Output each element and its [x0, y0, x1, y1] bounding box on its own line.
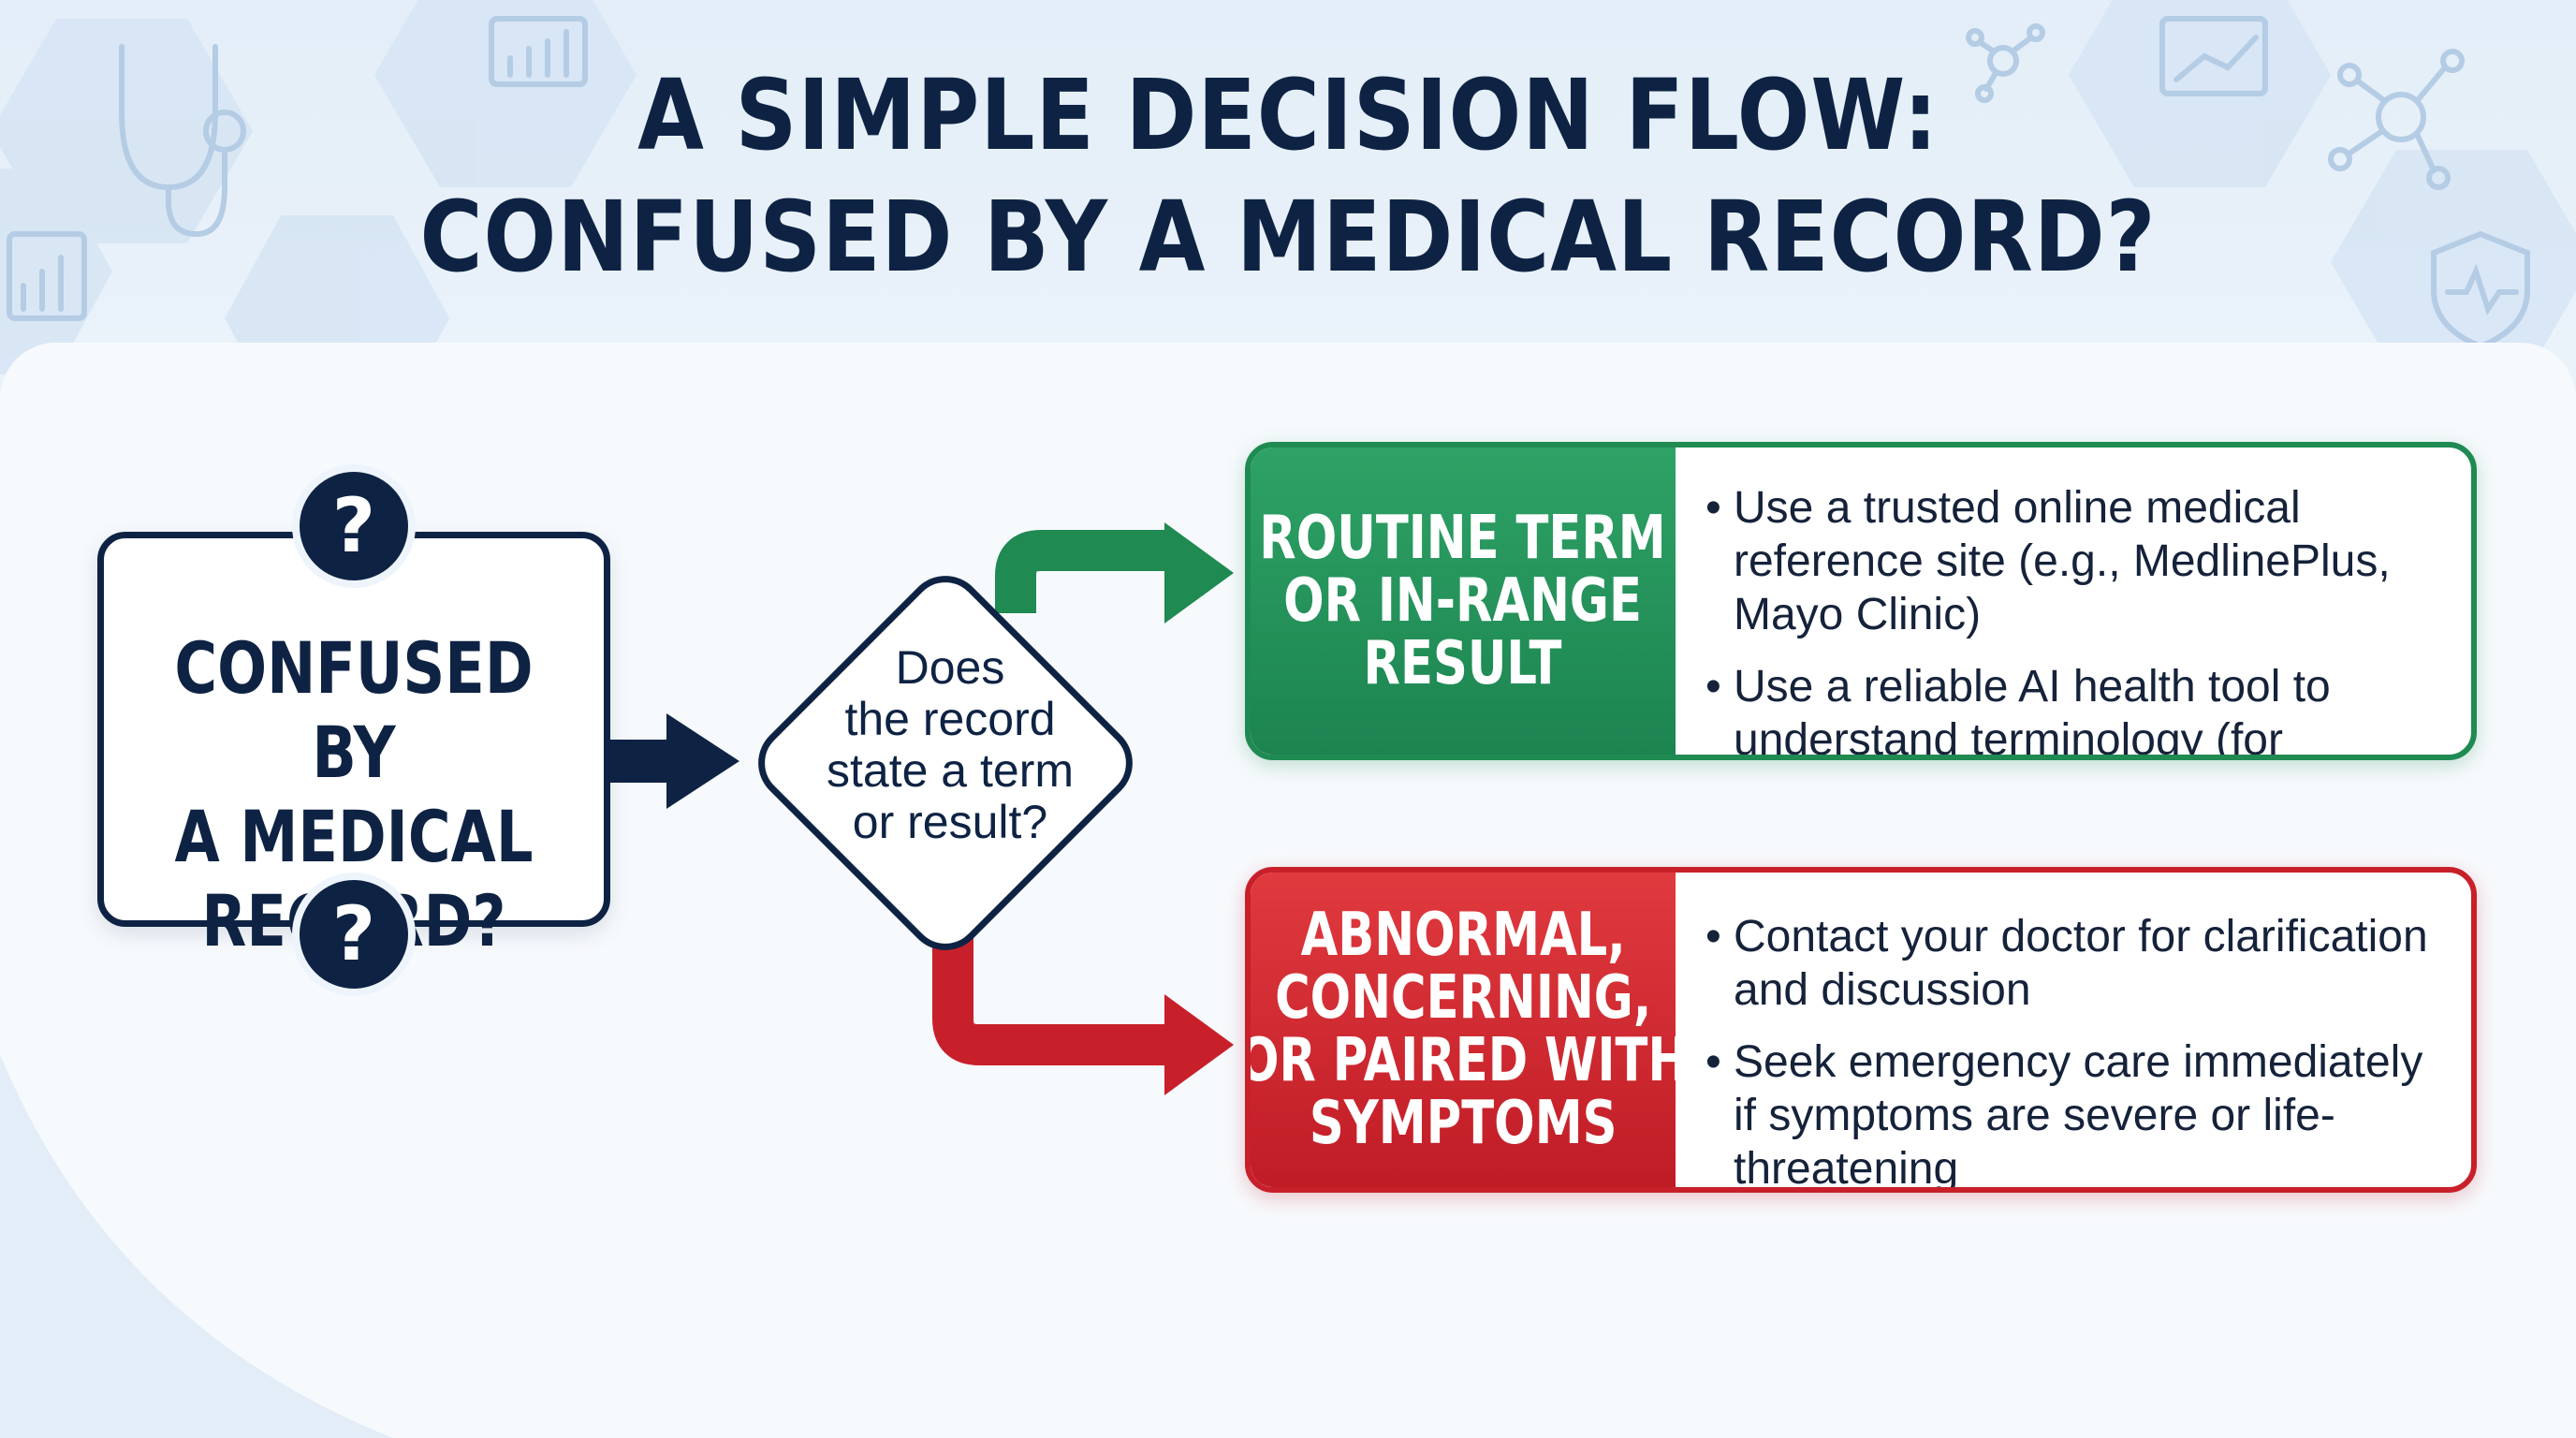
- bar-chart-icon: [7, 231, 87, 321]
- abnormal-outcome-label: ABNORMAL, CONCERNING, OR PAIRED WITH SYM…: [1251, 873, 1688, 1187]
- arrow-right-icon: [932, 936, 1234, 1095]
- title-line-1: A SIMPLE DECISION FLOW:: [637, 58, 1939, 172]
- question-icon: ?: [292, 464, 416, 588]
- start-box: CONFUSED BY A MEDICAL RECORD?: [97, 532, 610, 962]
- abnormal-bullet-list: • Contact your doctor for clarification …: [1705, 910, 2454, 1193]
- abnormal-outcome-card: ABNORMAL, CONCERNING, OR PAIRED WITH SYM…: [1245, 867, 2477, 1193]
- title-line-2: CONFUSED BY A MEDICAL RECORD?: [419, 180, 2157, 294]
- routine-label-line: ROUTINE TERM: [1259, 503, 1667, 573]
- routine-outcome-card: ROUTINE TERM OR IN-RANGE RESULT • Use a …: [1245, 442, 2477, 760]
- list-item: • Contact your doctor for clarification …: [1705, 910, 2454, 1017]
- decision-label-line: Does: [895, 641, 1005, 694]
- abnormal-label-line: CONCERNING,: [1274, 963, 1652, 1033]
- decision-label: Does the record state a term or result?: [796, 642, 1105, 848]
- molecule-icon: [1966, 23, 2045, 103]
- list-item-text: Seek emergency care immediately if sympt…: [1734, 1037, 2423, 1193]
- panel-decoration: [0, 1054, 393, 1438]
- decision-label-line: state a term: [827, 744, 1074, 797]
- list-item: • Use a trusted online medical reference…: [1705, 481, 2454, 641]
- arrow-right-icon: [995, 522, 1234, 624]
- abnormal-label-line: ABNORMAL,: [1300, 901, 1626, 970]
- bar-chart-icon: [2159, 16, 2268, 96]
- decision-label-line: the record: [844, 693, 1056, 745]
- molecule-icon: [2328, 49, 2465, 190]
- routine-outcome-label: ROUTINE TERM OR IN-RANGE RESULT: [1251, 448, 1676, 755]
- routine-bullet-list: • Use a trusted online medical reference…: [1705, 481, 2454, 760]
- start-label-line: A MEDICAL: [174, 795, 534, 878]
- corner-wave: [0, 1054, 393, 1438]
- bullet-icon: •: [1705, 1037, 1721, 1087]
- list-item: • Use a reliable AI health tool to under…: [1705, 660, 2454, 760]
- decision-label-line: or result?: [852, 796, 1048, 848]
- list-item: • Seek emergency care immediately if sym…: [1705, 1035, 2454, 1193]
- arrow-right-icon: [610, 713, 739, 809]
- routine-label-line: OR IN-RANGE: [1283, 565, 1643, 636]
- decision-diamond: [758, 576, 1133, 950]
- bullet-icon: •: [1705, 662, 1721, 712]
- list-item-text: Contact your doctor for clarification an…: [1734, 912, 2428, 1015]
- list-item-text: Use a reliable AI health tool to underst…: [1734, 662, 2331, 760]
- abnormal-label-line: SYMPTOMS: [1309, 1089, 1617, 1158]
- abnormal-label-line: OR PAIRED WITH: [1245, 1026, 1689, 1095]
- start-label: CONFUSED BY A MEDICAL RECORD?: [149, 626, 559, 963]
- page-title: A SIMPLE DECISION FLOW: CONFUSED BY A ME…: [154, 54, 2422, 298]
- list-item-text: Use a trusted online medical reference s…: [1734, 483, 2391, 639]
- stethoscope-icon: [119, 44, 246, 238]
- question-icon: ?: [292, 873, 416, 996]
- bullet-icon: •: [1705, 912, 1721, 961]
- bullet-icon: •: [1705, 483, 1721, 533]
- bar-chart-icon: [489, 16, 588, 87]
- start-label-line: CONFUSED BY: [174, 626, 534, 794]
- routine-label-line: RESULT: [1364, 628, 1562, 698]
